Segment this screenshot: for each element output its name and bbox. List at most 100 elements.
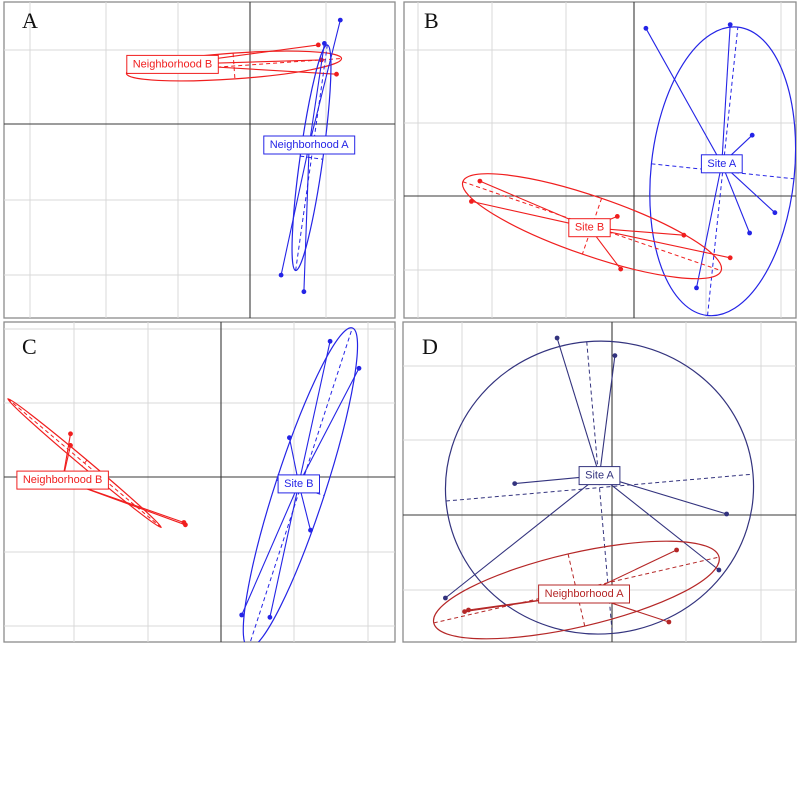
spider-line <box>599 475 727 515</box>
ellipse-minor-axis <box>300 155 323 160</box>
site-point <box>183 522 188 528</box>
site-point <box>477 178 483 184</box>
spider-line <box>241 483 300 616</box>
group-label-group-1: Site A <box>578 466 621 486</box>
group-label-group-2: Site B <box>277 474 321 494</box>
group-label-box <box>16 470 109 490</box>
ellipse-outline <box>291 44 332 272</box>
spider-line <box>598 355 616 476</box>
site-point <box>469 199 474 204</box>
panel-d-letter: D <box>422 334 438 359</box>
site-point <box>727 255 733 261</box>
dispersion-ellipse <box>7 398 162 529</box>
group-label-group-2: Site B <box>568 218 611 238</box>
panel-c: C Neighborhood B Site B <box>3 321 396 643</box>
site-point <box>68 443 73 448</box>
spider-line <box>721 163 751 234</box>
group-label-box <box>263 135 356 155</box>
site-point <box>308 527 313 533</box>
group-label-group-2: Neighborhood A <box>538 584 630 604</box>
group-label-text: Site A <box>585 470 614 482</box>
site-point <box>681 232 687 238</box>
spider-line <box>303 144 310 292</box>
spider-line <box>298 341 331 485</box>
plot-area <box>125 17 343 295</box>
site-point <box>301 289 307 295</box>
dispersion-ellipse <box>291 44 332 272</box>
ellipse-major-axis <box>707 27 739 316</box>
group-label-box <box>700 154 743 174</box>
series-group-2 <box>278 17 343 295</box>
site-point <box>716 567 722 573</box>
group-label-box <box>538 584 630 604</box>
site-point <box>614 214 620 219</box>
site-point <box>334 71 339 77</box>
ellipse-major-axis <box>445 473 754 502</box>
panel-a-letter: A <box>22 8 38 33</box>
site-point <box>618 266 624 272</box>
group-label-text: Site A <box>707 158 736 170</box>
spider-line <box>645 28 723 165</box>
site-point <box>512 481 518 486</box>
group-label-group-1: Site A <box>700 154 743 174</box>
site-point <box>724 511 729 517</box>
panel-b: B Site A Site B <box>403 1 797 319</box>
site-point <box>666 619 672 625</box>
dispersion-ellipse <box>444 340 755 635</box>
site-point <box>278 272 284 278</box>
series-group-2 <box>239 327 362 642</box>
ellipse-major-axis <box>295 44 328 271</box>
spider-line <box>445 475 600 599</box>
series-group-1 <box>443 335 755 635</box>
group-label-box <box>277 474 321 494</box>
site-point <box>747 230 752 236</box>
site-point <box>554 335 560 341</box>
site-point <box>694 285 699 291</box>
spider-line <box>298 368 360 485</box>
plot-area <box>432 335 755 640</box>
group-label-text: Neighborhood A <box>270 139 350 151</box>
group-label-group-2: Neighborhood A <box>263 135 356 155</box>
spider-line <box>589 227 731 259</box>
group-label-text: Neighborhood A <box>545 588 625 600</box>
spider-line <box>556 337 601 476</box>
spider-line <box>721 24 731 164</box>
spider-line <box>308 43 325 146</box>
panel-a: A Neighborhood B Neighborhood A <box>3 1 396 319</box>
panel-b-letter: B <box>424 8 439 33</box>
group-label-text: Neighborhood B <box>133 58 213 70</box>
group-label-box <box>568 218 611 238</box>
site-point <box>612 353 618 358</box>
group-label-group-1: Neighborhood B <box>16 470 109 490</box>
site-point <box>772 210 778 216</box>
site-point <box>287 435 292 441</box>
group-label-box <box>578 466 621 486</box>
site-point <box>443 595 448 601</box>
ellipse-outline <box>649 26 796 317</box>
site-point <box>322 41 327 46</box>
spider-line <box>269 483 300 618</box>
site-point <box>643 25 649 31</box>
ellipse-minor-axis <box>81 459 88 467</box>
site-point <box>267 614 273 620</box>
site-point <box>239 612 245 618</box>
panel-a-frame <box>3 1 396 319</box>
group-label-text: Neighborhood B <box>23 474 103 486</box>
ellipse-minor-axis <box>232 53 236 79</box>
spider-line <box>599 475 720 571</box>
spider-line <box>308 19 341 146</box>
panel-d: D Site A Neighborhood A <box>402 321 797 643</box>
site-point <box>68 431 73 437</box>
site-point <box>462 609 467 614</box>
group-label-box <box>126 54 219 74</box>
site-point <box>674 547 679 553</box>
grid-lines <box>4 2 395 318</box>
panel-c-letter: C <box>22 334 37 359</box>
site-point <box>337 17 343 23</box>
site-point <box>749 132 755 138</box>
plot-area <box>461 22 796 317</box>
site-point <box>356 365 362 371</box>
group-label-text: Site B <box>575 222 604 234</box>
site-point <box>315 42 321 48</box>
